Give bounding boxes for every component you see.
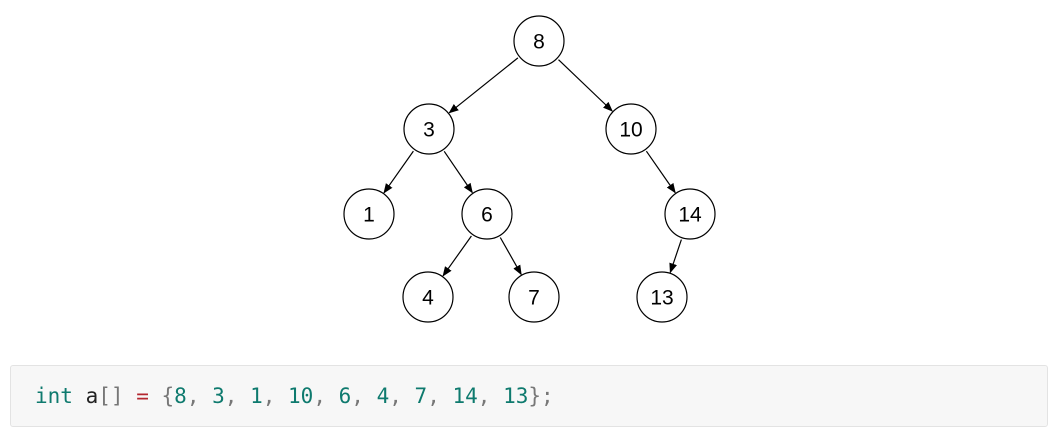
tree-node-circle xyxy=(403,103,455,155)
code-open-brace: { xyxy=(161,384,175,408)
tree-node-6: 6 xyxy=(461,188,513,240)
tree-node-8: 8 xyxy=(513,15,565,67)
tree-node-label: 1 xyxy=(363,204,375,227)
code-array-value: 1 xyxy=(250,384,263,408)
code-separator: , xyxy=(427,384,453,408)
tree-node-label: 8 xyxy=(533,31,545,54)
code-type-keyword: int xyxy=(35,384,73,408)
code-separator: , xyxy=(224,384,251,408)
code-operator: = xyxy=(136,384,149,408)
code-array-value: 4 xyxy=(376,384,390,408)
tree-node-14: 14 xyxy=(664,188,716,240)
edge-n8-n3 xyxy=(448,57,519,114)
edge-n6-n4 xyxy=(442,235,472,277)
tree-node-label: 10 xyxy=(619,119,642,142)
code-brackets: [] xyxy=(98,384,124,408)
tree-node-circle xyxy=(343,188,395,240)
tree-node-circle xyxy=(664,188,716,240)
code-close: }; xyxy=(528,384,554,408)
code-array-value: 3 xyxy=(212,384,225,408)
nodes-layer: 8 3 10 1 6 14 4 7 13 xyxy=(343,15,716,323)
tree-node-circle xyxy=(513,15,565,67)
code-array-value: 6 xyxy=(338,384,352,408)
code-array-values: 8, 3, 1, 10, 6, 4, 7, 14, 13 xyxy=(174,384,528,408)
code-array-value: 10 xyxy=(288,384,314,408)
tree-node-circle xyxy=(605,103,657,155)
tree-node-7: 7 xyxy=(508,271,560,323)
tree-node-4: 4 xyxy=(402,271,454,323)
code-array-value: 8 xyxy=(174,384,187,408)
tree-node-10: 10 xyxy=(605,103,657,155)
tree-node-3: 3 xyxy=(403,103,455,155)
tree-node-label: 13 xyxy=(650,287,673,310)
code-separator: , xyxy=(477,384,504,408)
code-separator: , xyxy=(262,384,289,408)
tree-node-label: 4 xyxy=(422,287,434,310)
tree-node-label: 3 xyxy=(423,119,435,142)
code-separator: , xyxy=(186,384,213,408)
tree-node-label: 14 xyxy=(678,204,702,227)
code-block: int a[] = {8, 3, 1, 10, 6, 4, 7, 14, 13}… xyxy=(10,365,1048,427)
code-separator: , xyxy=(313,384,339,408)
tree-node-label: 6 xyxy=(481,204,493,227)
edge-n8-n10 xyxy=(558,59,613,112)
edges-layer xyxy=(383,57,682,277)
tree-node-13: 13 xyxy=(636,271,688,323)
edge-n3-n6 xyxy=(443,150,473,194)
code-separator: , xyxy=(389,384,415,408)
code-array-value: 14 xyxy=(452,384,478,408)
edge-n10-n14 xyxy=(645,150,676,194)
edge-n14-n13 xyxy=(669,239,682,274)
code-identifier: a xyxy=(85,384,99,408)
tree-node-circle xyxy=(636,271,688,323)
tree-node-1: 1 xyxy=(343,188,395,240)
tree-node-circle xyxy=(461,188,513,240)
edge-n6-n7 xyxy=(499,237,522,276)
binary-search-tree-diagram: 8 3 10 1 6 14 4 7 13 xyxy=(343,15,716,323)
code-separator: , xyxy=(351,384,377,408)
edge-n3-n1 xyxy=(383,150,414,194)
code-array-value: 7 xyxy=(414,384,428,408)
tree-node-label: 7 xyxy=(528,287,540,310)
tree-node-circle xyxy=(508,271,560,323)
tree-node-circle xyxy=(402,271,454,323)
code-array-value: 13 xyxy=(503,384,529,408)
